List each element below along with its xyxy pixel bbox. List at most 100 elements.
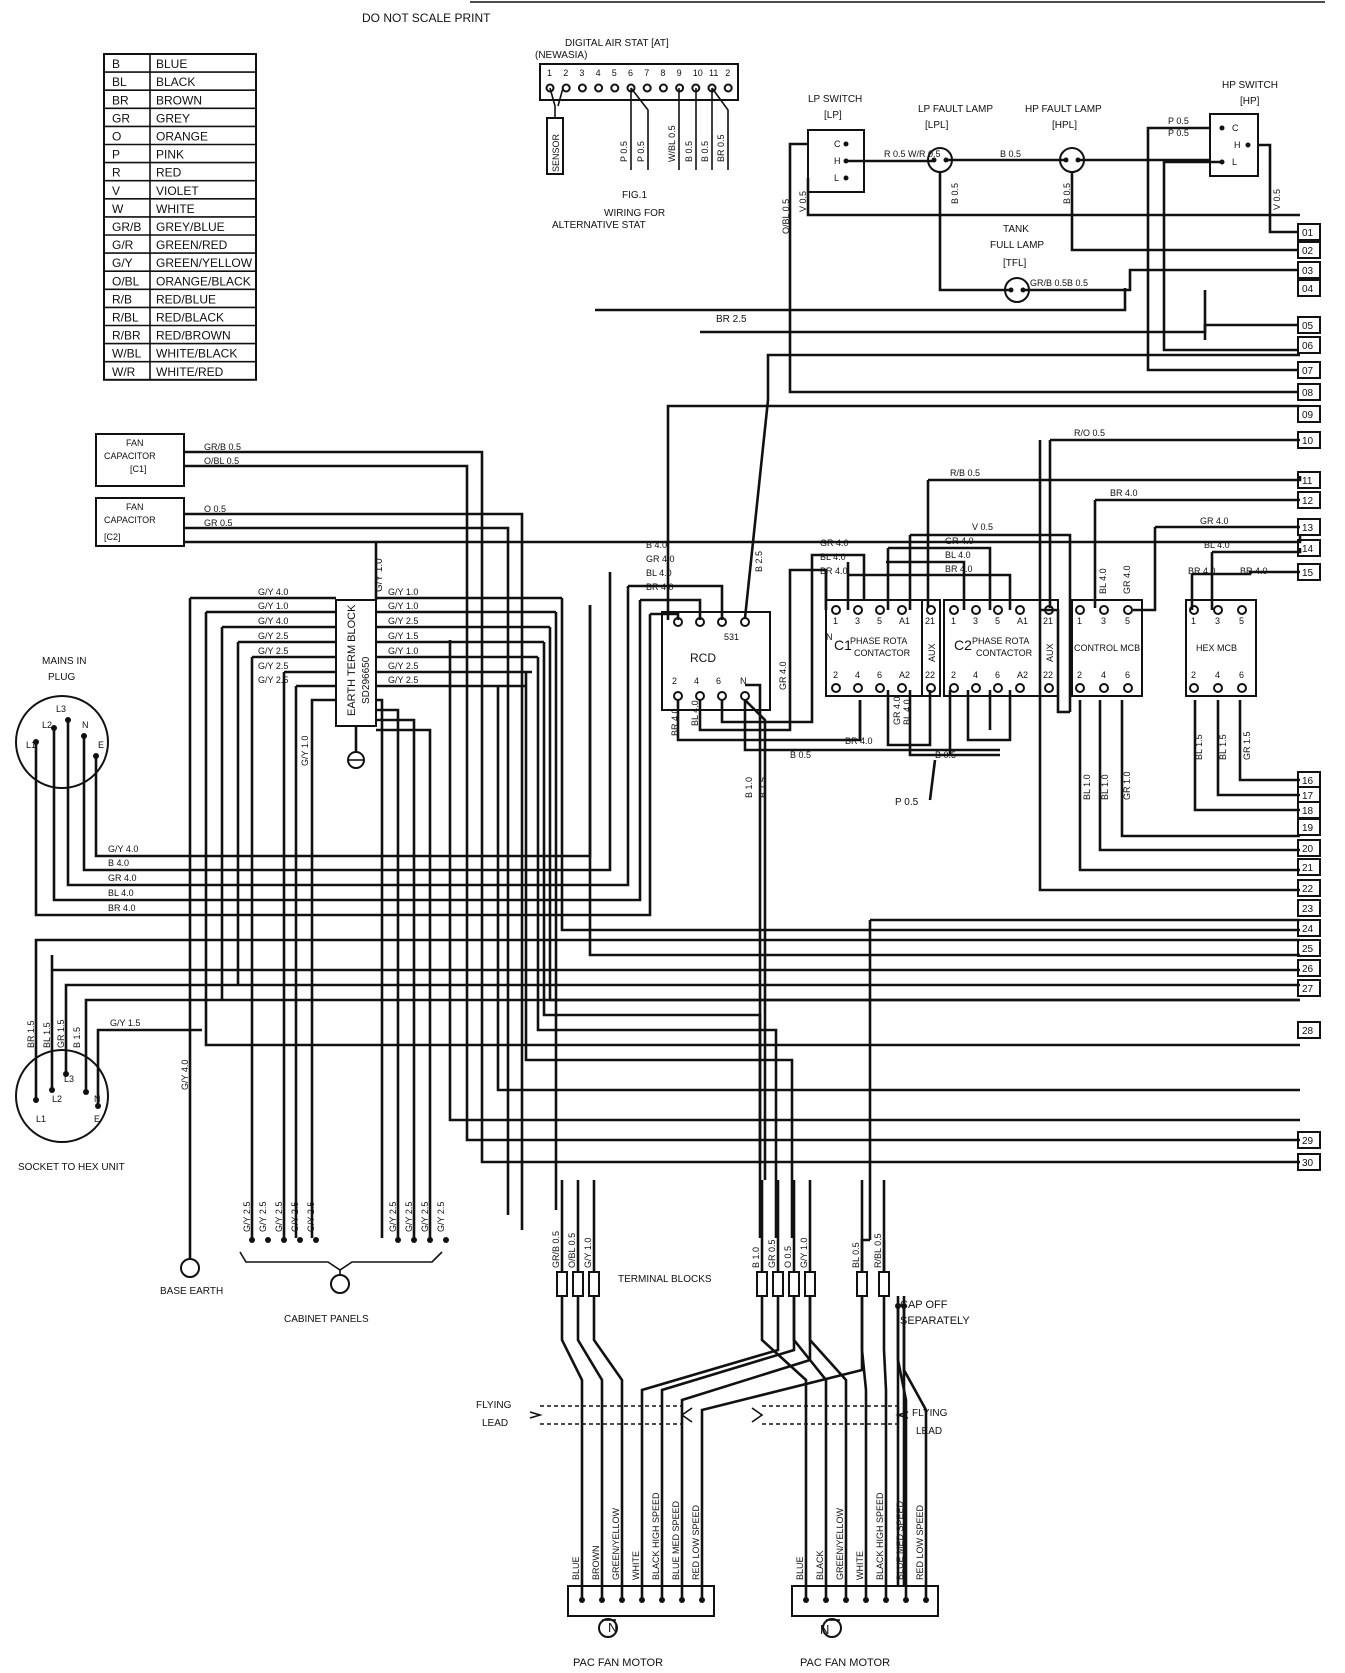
pac-motor-1-label: PAC FAN MOTOR	[573, 1657, 663, 1669]
legend-colour: RED/BLACK	[156, 311, 224, 325]
connector-dot	[427, 1237, 433, 1243]
earth-wire-label-left: G/Y 4.0	[258, 587, 288, 597]
lbl-hp-p2: P 0.5	[1168, 128, 1189, 138]
stat-pin-number: 10	[693, 68, 703, 78]
do-not-scale-note: DO NOT SCALE PRINT	[362, 11, 491, 25]
terminal-box	[1297, 879, 1321, 897]
connector-dot	[411, 1237, 417, 1243]
terminal-block-label: B 1.0	[751, 1247, 761, 1268]
base-earth-icon	[180, 1258, 200, 1278]
motor-1-n: N	[608, 1620, 617, 1635]
terminal-block	[772, 1271, 784, 1297]
lbl-br40d: BR 4.0	[945, 564, 973, 574]
lbl-lp-v: V 0.5	[798, 191, 808, 212]
lbl-br25: BR 2.5	[716, 314, 747, 325]
lbl-bl40e: BL 4.0	[690, 700, 700, 726]
legend-code: V	[112, 184, 120, 198]
lbl-base-gy: G/Y 4.0	[180, 1060, 190, 1090]
lbl-bl10b: BL 1.0	[1082, 774, 1092, 800]
rcd-label: RCD	[690, 651, 716, 665]
terminal-block	[788, 1271, 800, 1297]
terminal-block-label: O/BL 0.5	[567, 1233, 577, 1268]
hp-pin-c: C	[1232, 123, 1239, 133]
terminal-block-label: GR/B 0.5	[551, 1231, 561, 1268]
earth-term-block: EARTH TERM BLOCK SD296650 G/Y 1.0	[335, 542, 385, 769]
terminal-number: 03	[1302, 266, 1314, 277]
motor-earth-icon	[822, 1618, 842, 1638]
terminal-block	[804, 1271, 816, 1297]
motor-wire	[808, 1296, 848, 1600]
terminal-box	[1297, 979, 1321, 997]
terminal-number: 21	[1302, 863, 1314, 874]
terminal-box	[1297, 405, 1321, 423]
terminal-number: 10	[1302, 436, 1314, 447]
cabinet-wire-label: G/Y 2.5	[274, 1202, 284, 1232]
terminal-box	[1297, 279, 1321, 297]
connector-dot	[265, 1237, 271, 1243]
motor-wire	[640, 1296, 780, 1600]
terminal-number: 04	[1302, 284, 1314, 295]
contactor-pin-bottom: 2	[1077, 670, 1082, 680]
terminal-number: 09	[1302, 410, 1314, 421]
contactor-pin-top: 5	[995, 616, 1000, 626]
cabinet-wire-label: G/Y 2.5	[404, 1202, 414, 1232]
terminal-number: 30	[1302, 1158, 1314, 1169]
motor-wire-label: RED LOW SPEED	[691, 1504, 701, 1580]
terminal-block	[878, 1271, 890, 1297]
lbl-fc1a: GR/B 0.5	[204, 442, 241, 452]
lbl-fc2b: GR 0.5	[204, 518, 233, 528]
lbl-hp-p1: P 0.5	[1168, 116, 1189, 126]
motor-wire-label: BLUE MED SPEED	[895, 1500, 905, 1580]
cabinet-label: CABINET PANELS	[284, 1314, 369, 1325]
terminal-box	[1297, 336, 1321, 354]
lp-pin-h: H	[834, 156, 841, 166]
contactor-pin-top: 5	[1239, 616, 1244, 626]
stat-wire-label: P 0.5	[619, 141, 629, 162]
connector-ring	[831, 683, 841, 693]
connector-ring	[1213, 605, 1223, 615]
earth-wire-label-left: G/Y 2.5	[258, 646, 288, 656]
legend-colour: VIOLET	[156, 184, 199, 198]
aux-pin: 22	[1043, 670, 1053, 680]
legend-colour: RED/BROWN	[156, 329, 231, 343]
contactor-pin-top: A1	[899, 616, 910, 626]
lbl-p05: P 0.5	[895, 797, 919, 808]
lbl-bl40g: BL 4.0	[902, 699, 912, 725]
connector-ring	[875, 683, 885, 693]
lbl-br40h: BR 4.0	[845, 736, 873, 746]
lbl-gr40a: GR 4.0	[1200, 516, 1229, 526]
legend-code: O/BL	[112, 274, 140, 288]
terminal-number: 06	[1302, 341, 1314, 352]
terminal-number: 17	[1302, 791, 1314, 802]
terminal-block	[756, 1271, 768, 1297]
motor-wire	[760, 1296, 808, 1600]
connector-ring	[1075, 605, 1085, 615]
stat-pin-number: 11	[709, 68, 718, 78]
rcd-pin-number: 6	[716, 676, 721, 686]
sk-l3: L3	[64, 1074, 74, 1084]
lbl-fc1b: O/BL 0.5	[204, 456, 239, 466]
connector-ring	[1123, 683, 1133, 693]
hp-fault-label: HP FAULT LAMP	[1025, 104, 1102, 115]
lbl-gr40b: GR 4.0	[945, 536, 974, 546]
terminal-number: 18	[1302, 806, 1314, 817]
connector-ring	[1015, 683, 1025, 693]
contactor-pin-top: 1	[833, 616, 838, 626]
connector-dot	[297, 1237, 303, 1243]
c2-l1: PHASE ROTA	[972, 636, 1029, 646]
motor-wire-label: WHITE	[855, 1551, 865, 1580]
terminal-block-label: G/Y 1.0	[799, 1238, 809, 1268]
legend-code: O	[112, 130, 121, 144]
earth-wire-label-right: G/Y 1.0	[388, 646, 418, 656]
contactor-c1: C1 PHASE ROTA CONTACTOR AUX	[825, 599, 941, 697]
cabinet-wire-label: G/Y 2.5	[420, 1202, 430, 1232]
terminal-number: 01	[1302, 228, 1314, 239]
legend-colour: PINK	[156, 148, 184, 162]
lbl-gr40c: GR 4.0	[820, 538, 849, 548]
mains-wire-label: BL 4.0	[108, 888, 134, 898]
terminal-block	[588, 1271, 600, 1297]
mains-label1: MAINS IN	[42, 656, 86, 667]
